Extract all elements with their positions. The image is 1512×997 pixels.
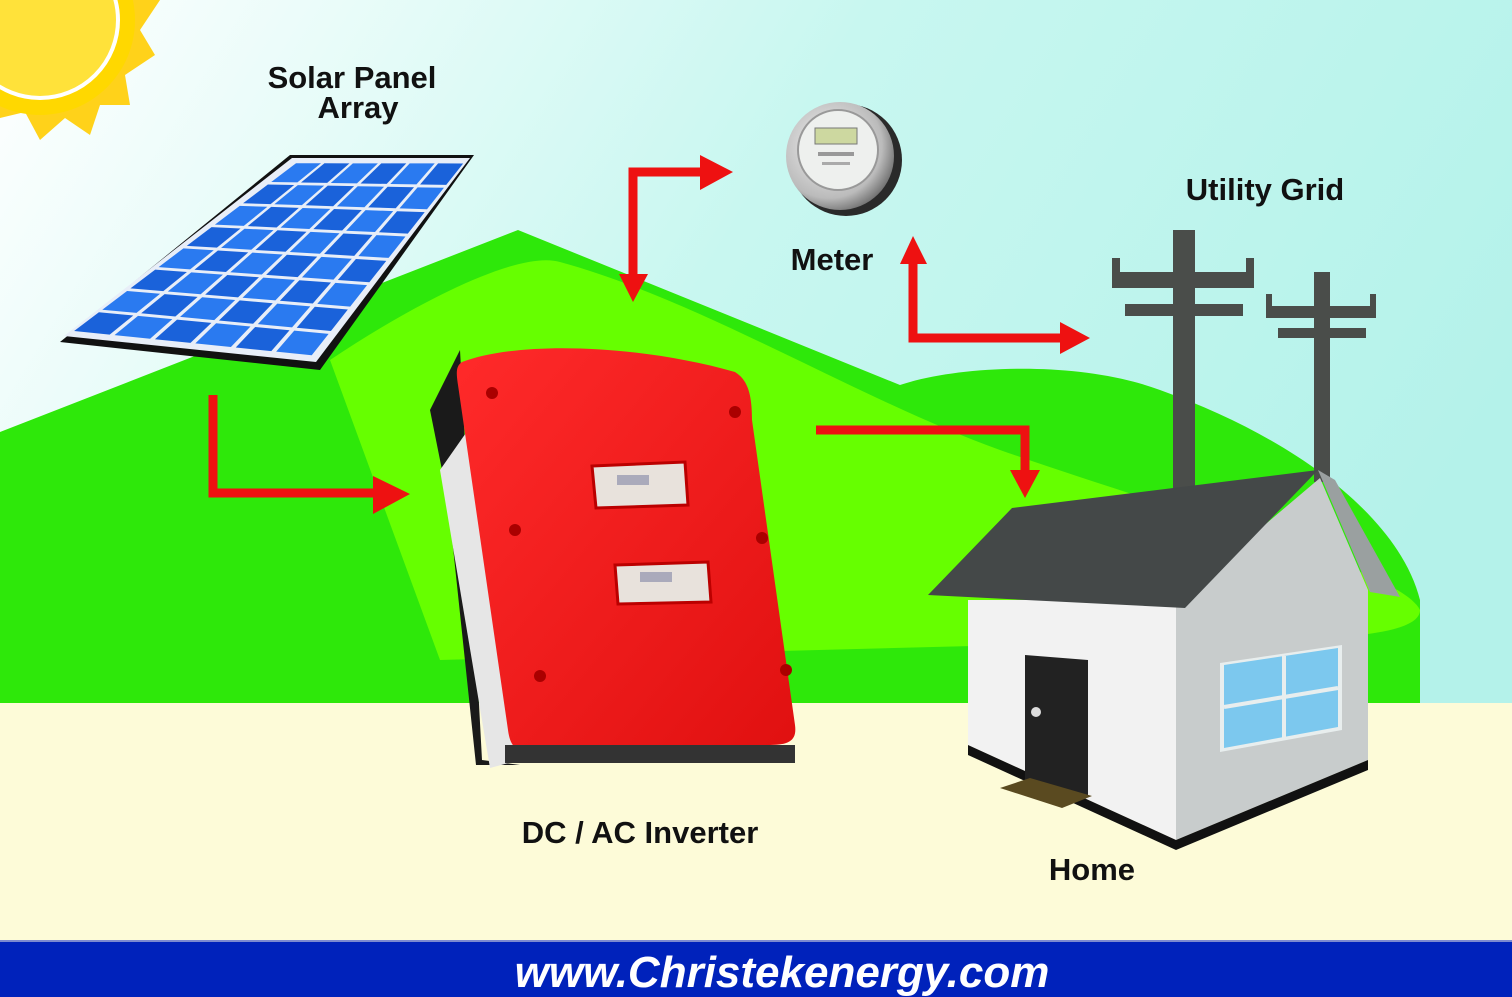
solar-cell [280, 207, 331, 229]
solar-cell [74, 312, 134, 335]
solar-cell [337, 258, 387, 283]
solar-cell [130, 269, 187, 292]
solar-cell [257, 303, 311, 328]
solar-cell [276, 330, 329, 356]
solar-cell [154, 319, 212, 343]
solar-cell [360, 163, 407, 184]
solar-cell [378, 211, 425, 234]
label-solar-array: Array [318, 90, 400, 125]
solar-cell [300, 163, 350, 183]
solar-cell [167, 272, 223, 295]
arrow-inverter-to-home [816, 425, 1030, 478]
solar-cell [141, 294, 198, 317]
label-utility-grid: Utility Grid [1186, 172, 1344, 207]
solar-cell [205, 274, 259, 298]
solar-cell [230, 252, 283, 275]
solar-cell [186, 227, 241, 248]
solar-cell [221, 228, 274, 250]
solar-cell [114, 315, 173, 339]
solar-cell [368, 186, 414, 209]
website-url: www.Christekenergy.com [515, 948, 1050, 997]
solar-cell [242, 277, 296, 301]
arrowhead-right-icon [1060, 322, 1090, 354]
solar-cell [346, 210, 394, 233]
solar-cell [324, 233, 373, 256]
solar-cell [313, 209, 362, 231]
solar-cell [279, 280, 332, 304]
solar-cell [271, 163, 322, 183]
solar-cell [255, 230, 307, 252]
arrow-inverter-to-meter [628, 167, 710, 282]
solar-cell [317, 282, 368, 307]
solar-cell [102, 290, 161, 313]
utility-poles [1112, 230, 1376, 500]
solar-cell [235, 326, 290, 352]
solar-cell [390, 163, 435, 185]
arrowhead-down-icon [1010, 470, 1040, 498]
solar-cell [301, 256, 352, 280]
sun-icon [0, 0, 160, 140]
solar-panel-array [60, 155, 474, 370]
solar-cell [266, 254, 318, 278]
arrowhead-right-icon [373, 476, 410, 514]
dc-ac-inverter [430, 348, 796, 768]
solar-cell [218, 300, 273, 324]
solar-cell [180, 297, 236, 321]
solar-cell [336, 186, 385, 208]
arrow-panel-to-inverter [208, 395, 385, 498]
solar-cell [274, 185, 325, 206]
label-meter: Meter [791, 242, 874, 277]
arrowhead-up-icon [900, 236, 927, 264]
home-house [928, 470, 1400, 850]
solar-cell [247, 206, 299, 228]
solar-cell [195, 323, 251, 348]
solar-cell [305, 185, 355, 207]
arrow-meter-to-grid [908, 262, 1068, 343]
solar-cell [358, 235, 406, 258]
solar-cell [296, 306, 348, 331]
footer-banner [0, 941, 1512, 997]
arrowhead-right-icon [700, 155, 733, 190]
solar-cell [214, 205, 268, 226]
solar-cell [420, 163, 464, 185]
arrowhead-down-icon [619, 274, 648, 302]
solar-cell [194, 250, 249, 272]
label-home: Home [1049, 852, 1135, 887]
solar-cell [158, 248, 214, 270]
solar-cell [330, 163, 378, 184]
solar-cell [243, 184, 295, 205]
solar-cell [399, 187, 444, 210]
label-inverter: DC / AC Inverter [522, 815, 759, 850]
electric-meter [786, 102, 902, 216]
label-solar-panel: Solar Panel [268, 60, 437, 95]
solar-cell [289, 231, 340, 254]
flow-arrows [208, 167, 1068, 498]
arrowheads [373, 155, 1090, 514]
